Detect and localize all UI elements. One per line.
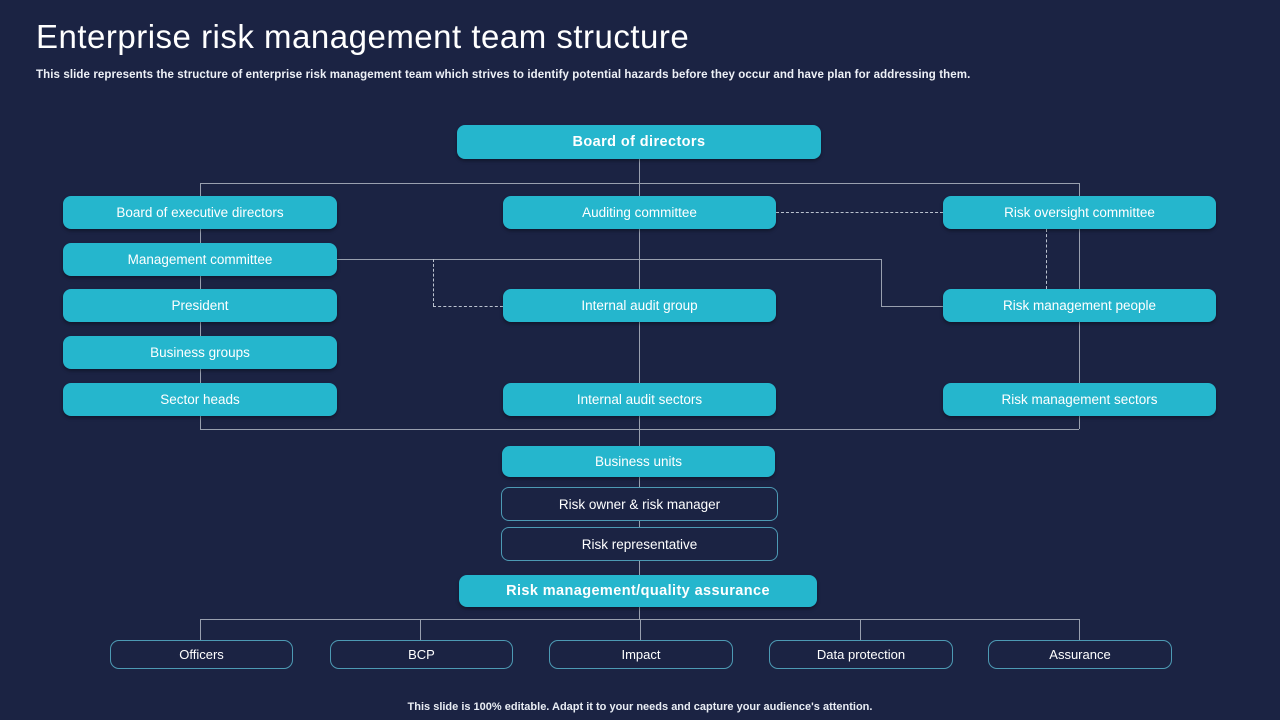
- node-risk-owner-risk-manager: Risk owner & risk manager: [501, 487, 778, 521]
- node-board-of-executive-directors: Board of executive directors: [63, 196, 337, 229]
- node-business-groups: Business groups: [63, 336, 337, 369]
- node-auditing-committee: Auditing committee: [503, 196, 776, 229]
- node-internal-audit-group: Internal audit group: [503, 289, 776, 322]
- node-data-protection: Data protection: [769, 640, 953, 669]
- slide-footer: This slide is 100% editable. Adapt it to…: [407, 701, 873, 713]
- node-management-committee: Management committee: [63, 243, 337, 276]
- node-risk-management-quality-assurance: Risk management/quality assurance: [459, 575, 817, 607]
- connector-bottom-horizontal: [200, 619, 1079, 620]
- connector-management-horizontal: [337, 259, 881, 260]
- connector-stub-impact: [640, 619, 641, 640]
- connector-top-horizontal: [200, 183, 1079, 184]
- node-assurance: Assurance: [988, 640, 1172, 669]
- connector-dashed-vertical-to-audit-group: [433, 259, 434, 306]
- connector-dashed-auditing-to-oversight: [776, 212, 943, 213]
- node-business-units: Business units: [502, 446, 775, 477]
- connector-stub-officers: [200, 619, 201, 640]
- node-risk-representative: Risk representative: [501, 527, 778, 561]
- connector-stub-bcp: [420, 619, 421, 640]
- node-president: President: [63, 289, 337, 322]
- connector-dashed-oversight-to-people: [1046, 229, 1047, 289]
- node-risk-oversight-committee: Risk oversight committee: [943, 196, 1216, 229]
- node-risk-management-sectors: Risk management sectors: [943, 383, 1216, 416]
- connector-stub-assurance: [1079, 619, 1080, 640]
- node-internal-audit-sectors: Internal audit sectors: [503, 383, 776, 416]
- slide-title: Enterprise risk management team structur…: [36, 18, 690, 55]
- connector-management-to-people: [881, 306, 943, 307]
- slide-subtitle: This slide represents the structure of e…: [36, 69, 971, 81]
- node-bcp: BCP: [330, 640, 513, 669]
- connector-dashed-horizontal-to-audit-group: [433, 306, 503, 307]
- node-sector-heads: Sector heads: [63, 383, 337, 416]
- node-officers: Officers: [110, 640, 293, 669]
- connector-stub-data-protection: [860, 619, 861, 640]
- connector-columns-bottom-horizontal: [200, 429, 1079, 430]
- connector-management-vertical: [881, 259, 882, 306]
- node-board-of-directors: Board of directors: [457, 125, 821, 159]
- node-risk-management-people: Risk management people: [943, 289, 1216, 322]
- node-impact: Impact: [549, 640, 733, 669]
